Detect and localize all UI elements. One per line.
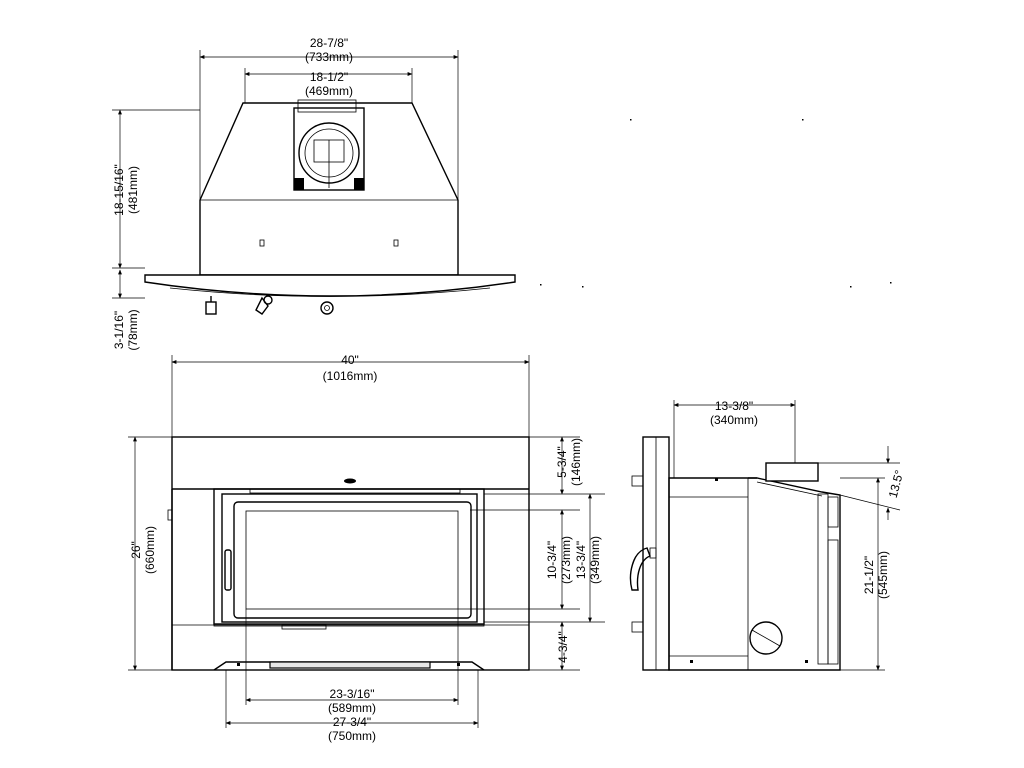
dim-front-glass-mm: (273mm): [559, 536, 573, 584]
dim-front-top-inch: 5-3/4": [555, 446, 569, 478]
dim-front-glass-width-inch: 23-3/16": [330, 687, 375, 701]
dim-front-width-mm: (1016mm): [323, 369, 378, 383]
stray-marks: [540, 119, 892, 288]
dim-top-overall-mm: (733mm): [305, 50, 353, 64]
side-view: [629, 436, 841, 671]
dim-top-depth-inch: 18-15/16": [112, 164, 126, 216]
front-view: [167, 436, 530, 671]
dim-top-projection-mm: (78mm): [126, 309, 140, 350]
front-view-dimensions: 40" (1016mm) 26" (660mm) 5-3/4" (146mm) …: [128, 353, 605, 743]
side-view-dimensions: 13-3/8" (340mm) 13.5° 21-1/2" (545mm): [673, 399, 907, 671]
dim-front-height-mm: (660mm): [143, 526, 157, 574]
dim-side-angle: 13.5°: [886, 468, 907, 499]
dim-front-body-width-inch: 27-3/4": [333, 715, 371, 729]
dim-front-glass-width-mm: (589mm): [328, 701, 376, 715]
dim-front-door-inch: 13-3/4": [574, 541, 588, 579]
dim-front-width-inch: 40": [341, 353, 359, 367]
dim-top-depth-mm: (481mm): [126, 166, 140, 214]
dim-side-height-inch: 21-1/2": [862, 556, 876, 594]
dim-top-flue-mm: (469mm): [305, 84, 353, 98]
top-view-dimensions: 28-7/8" (733mm) 18-1/2" (469mm) 18-15/16…: [112, 36, 459, 351]
dim-top-flue-inch: 18-1/2": [310, 70, 348, 84]
dim-side-depth-inch: 13-3/8": [715, 399, 753, 413]
dim-top-projection-inch: 3-1/16": [112, 311, 126, 349]
dim-top-overall-inch: 28-7/8": [310, 36, 348, 50]
dim-front-top-mm: (146mm): [569, 438, 583, 486]
dim-side-depth-mm: (340mm): [710, 413, 758, 427]
dim-front-body-width-mm: (750mm): [328, 729, 376, 743]
dim-side-height-mm: (545mm): [876, 551, 890, 599]
dim-front-glass-inch: 10-3/4": [545, 541, 559, 579]
dim-front-height-inch: 26": [129, 541, 143, 559]
dim-front-door-mm: (349mm): [588, 536, 602, 584]
top-view: [144, 99, 516, 315]
dim-front-bottom-inch: 4-3/4": [556, 631, 570, 663]
